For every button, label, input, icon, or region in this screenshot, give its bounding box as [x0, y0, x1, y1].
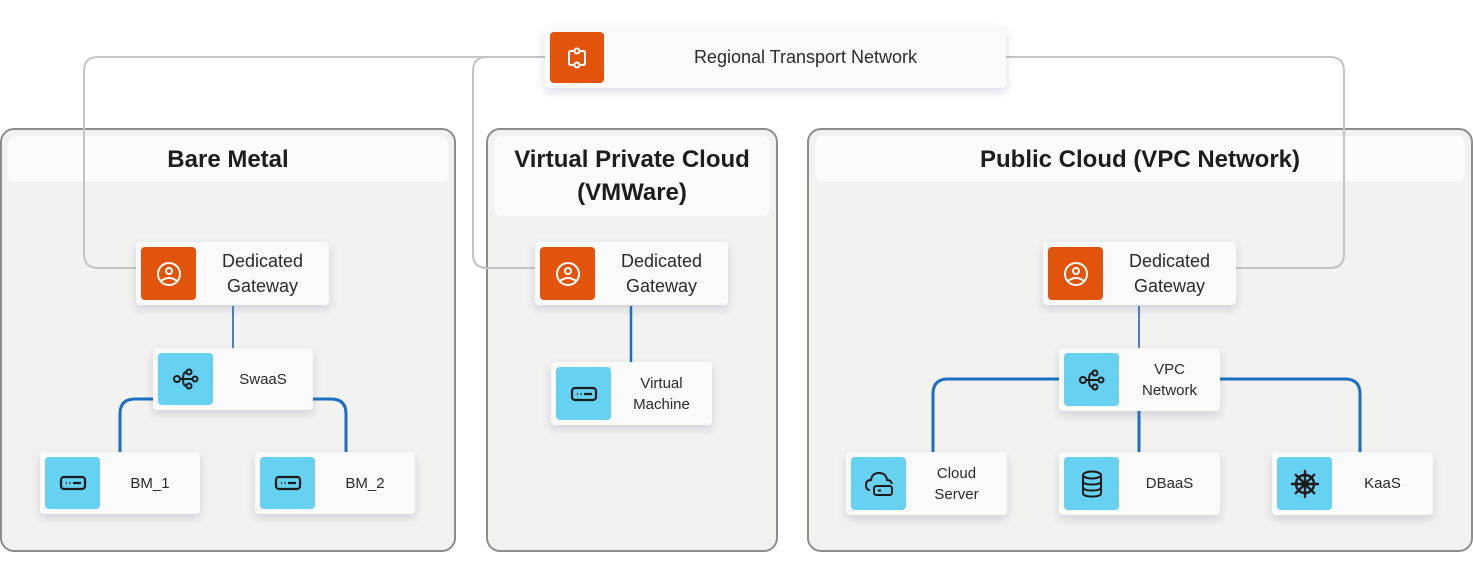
node-label: BM_2 — [345, 474, 385, 492]
gateway-user-icon — [540, 247, 595, 300]
swaas-node[interactable]: SwaaS — [153, 348, 313, 410]
transport-network-icon — [550, 32, 604, 83]
gateway-user-icon — [1048, 247, 1103, 300]
server-icon — [45, 457, 100, 509]
panel-title: Public Cloud (VPC Network) — [815, 136, 1465, 182]
dbaas-node[interactable]: DBaaS — [1059, 452, 1220, 515]
regional-transport-network-node[interactable]: Regional Transport Network — [545, 27, 1006, 88]
panel-title: Virtual Private Cloud(VMWare) — [494, 136, 770, 216]
server-icon — [260, 457, 315, 509]
bm1-node[interactable]: BM_1 — [40, 452, 200, 514]
node-label: DBaaS — [1145, 475, 1194, 492]
kubernetes-helm-icon — [1277, 457, 1332, 510]
network-share-icon — [1064, 353, 1119, 406]
switch-label: SwaaS — [239, 370, 287, 388]
cloud-server-icon — [851, 457, 906, 510]
database-icon — [1064, 457, 1119, 510]
node-label: KaaS — [1364, 475, 1401, 492]
server-icon — [556, 367, 611, 420]
kaas-node[interactable]: KaaS — [1272, 452, 1433, 515]
gateway-user-icon — [141, 247, 196, 300]
bm2-node[interactable]: BM_2 — [255, 452, 415, 514]
panel-title: Bare Metal — [8, 136, 448, 182]
node-label: BM_1 — [130, 474, 170, 492]
panel-virtual-private-cloud: Virtual Private Cloud(VMWare) — [486, 128, 778, 552]
network-share-icon — [158, 353, 213, 405]
hub-label: Regional Transport Network — [693, 47, 918, 67]
